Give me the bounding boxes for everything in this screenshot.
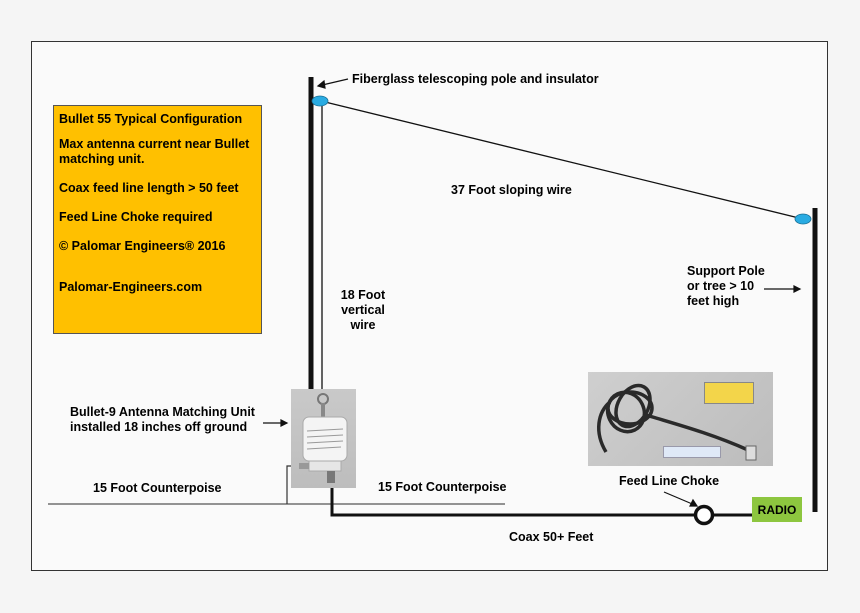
choke-tag-label (704, 382, 754, 404)
info-line-current: Max antenna current near Bullet matching… (59, 137, 250, 166)
info-line-choke: Feed Line Choke required (59, 210, 213, 224)
coax-label: Coax 50+ Feet (509, 530, 594, 544)
choke-photo-caption (663, 446, 721, 458)
vertical-wire-label-line3: wire (350, 318, 376, 332)
radio-box: RADIO (752, 497, 802, 522)
configuration-info-box: Bullet 55 Typical Configuration Max ante… (53, 105, 262, 334)
unit-label-line2: installed 18 inches off ground (70, 420, 248, 434)
vertical-wire-label-line1: 18 Foot (340, 288, 386, 302)
arrows (263, 78, 802, 507)
info-title: Bullet 55 Typical Configuration (59, 112, 243, 126)
support-label-line2: or tree > 10 (687, 279, 755, 293)
info-line-copyright: © Palomar Engineers® 2016 (59, 239, 226, 253)
choke-ring (693, 504, 715, 526)
top-insulator (311, 95, 329, 107)
vertical-wire-label: 18 Foot vertical wire (328, 288, 398, 333)
matching-unit-label: Bullet-9 Antenna Matching Unit installed… (70, 405, 255, 435)
support-insulator (794, 213, 812, 225)
coax-line-1 (330, 488, 695, 517)
support-label-line1: Support Pole (687, 264, 765, 278)
counterpoise-left-label: 15 Foot Counterpoise (93, 481, 222, 495)
vertical-wire-label-line2: vertical (341, 303, 385, 317)
info-line-website: Palomar-Engineers.com (59, 280, 203, 294)
feed-line-choke-photo (588, 372, 773, 466)
info-line-coax: Coax feed line length > 50 feet (59, 181, 239, 195)
matching-unit-photo (291, 389, 356, 488)
sloping-wire (320, 100, 804, 220)
pole-label: Fiberglass telescoping pole and insulato… (352, 72, 599, 86)
counterpoise-right-label: 15 Foot Counterpoise (378, 480, 507, 494)
sloping-wire-label: 37 Foot sloping wire (451, 183, 572, 197)
unit-label-line1: Bullet-9 Antenna Matching Unit (70, 405, 255, 419)
feed-line-choke-label: Feed Line Choke (619, 474, 720, 488)
support-label-line3: feet high (687, 294, 740, 308)
support-pole-label: Support Pole or tree > 10 feet high (687, 264, 765, 309)
